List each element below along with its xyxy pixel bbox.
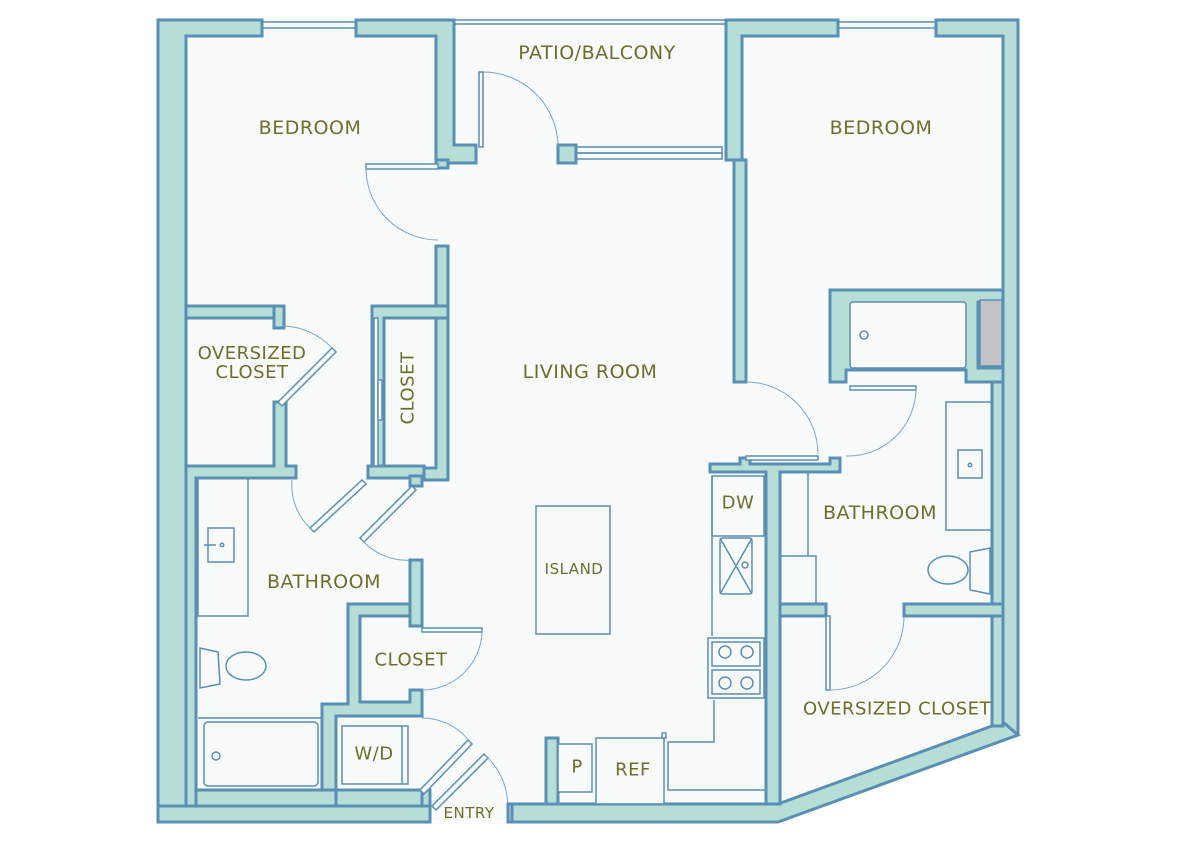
room-label-bathroom-left: BATHROOM [267, 571, 381, 594]
room-label-bedroom-right: BEDROOM [829, 117, 933, 140]
room-label-oversized-closet-right: OVERSIZED CLOSET [803, 698, 991, 720]
label-refrigerator: REF [615, 759, 651, 781]
room-label-oversized-closet-left: OVERSIZED CLOSET [197, 343, 307, 383]
label-dishwasher: DW [721, 492, 755, 514]
room-label-closet-vertical: CLOSET [397, 351, 419, 425]
island-counter [535, 505, 611, 635]
label-entry: ENTRY [443, 804, 495, 823]
kitchen [544, 456, 842, 806]
label-line-2: CLOSET [215, 362, 289, 383]
label-washer-dryer: W/D [354, 743, 394, 765]
label-island: ISLAND [544, 560, 604, 579]
exterior-walls [156, 18, 1021, 824]
room-label-bedroom-left: BEDROOM [258, 117, 362, 140]
label-pantry: P [571, 756, 583, 778]
room-label-patio-balcony: PATIO/BALCONY [518, 42, 676, 65]
utility-chase [979, 299, 1003, 367]
label-line-1: OVERSIZED [197, 343, 307, 365]
room-label-bathroom-right: BATHROOM [823, 502, 937, 525]
room-label-closet-lower: CLOSET [374, 649, 448, 671]
room-label-living-room: LIVING ROOM [522, 361, 658, 384]
